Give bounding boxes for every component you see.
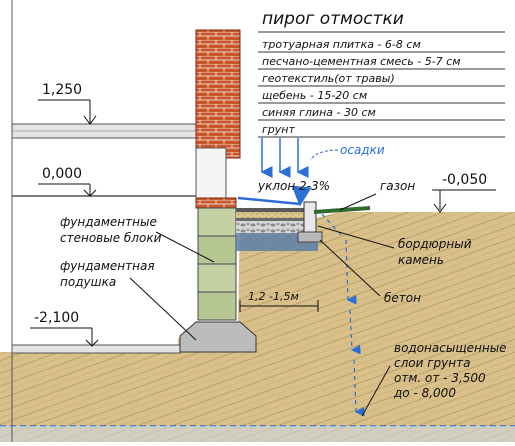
slope-label: уклон 2-3% [257,179,330,193]
concrete-label: бетон [384,291,421,305]
level-marker-top: 1,250 [38,82,97,125]
blocks-leader [155,231,215,263]
level-marker-bottom: -2,100 [30,310,99,347]
width-label: 1,2 -1,5м [248,290,299,303]
rain-arrows [260,138,309,178]
concrete-leader [319,239,381,297]
curb-leader [317,225,395,249]
water-label-4: до - 8,000 [393,386,456,400]
layer-item: синяя глина - 30 см [262,106,376,119]
level-marker-right: -0,050 [432,172,496,213]
pad-label-1: фундаментная [60,259,155,273]
blocks-label-1: фундаментные [60,215,157,229]
layers-table: тротуарная плитка - 6-8 см песчано-цемен… [258,38,505,138]
svg-text:-2,100: -2,100 [34,310,79,326]
svg-text:1,250: 1,250 [42,82,82,98]
rain-label-leader [309,149,339,161]
curb-concrete [297,231,323,243]
curb-label-2: камень [398,253,444,267]
water-label-3: отм. от - 3,500 [394,371,486,385]
lawn [313,206,371,214]
water-zone [0,426,515,442]
basement-floor [11,344,181,354]
brick-wall [195,29,241,159]
lawn-label: газон [380,179,415,193]
layer-item: грунт [262,123,295,136]
water-label-2: слои грунта [394,356,470,370]
water-label-1: водонасыщенные [394,341,507,355]
water-leader [361,365,391,417]
svg-text:-0,050: -0,050 [442,172,487,188]
curb-label-1: бордюрный [398,237,472,251]
layer-item: песчано-цементная смесь - 5-7 см [262,55,461,68]
foundation-pad [179,321,257,353]
slope-arrow [237,185,312,207]
rain-label: осадки [340,143,385,157]
layer-item: тротуарная плитка - 6-8 см [262,38,421,51]
curb-stone [303,201,317,235]
layer-item: геотекстиль(от травы) [262,72,395,85]
window-frame [195,147,227,205]
pad-leader [129,277,197,341]
level-marker-zero: 0,000 [38,166,97,197]
soil-under-path [240,218,515,442]
svg-text:0,000: 0,000 [42,166,82,182]
pad-label-2: подушка [60,275,116,289]
foundation-blocks [197,207,237,321]
lawn-leader [339,193,377,211]
layers-title: пирог отмостки [262,9,404,29]
blocks-label-2: стеновые блоки [60,231,162,245]
layer-item: щебень - 15-20 см [262,89,367,102]
brick-plinth [195,197,237,209]
